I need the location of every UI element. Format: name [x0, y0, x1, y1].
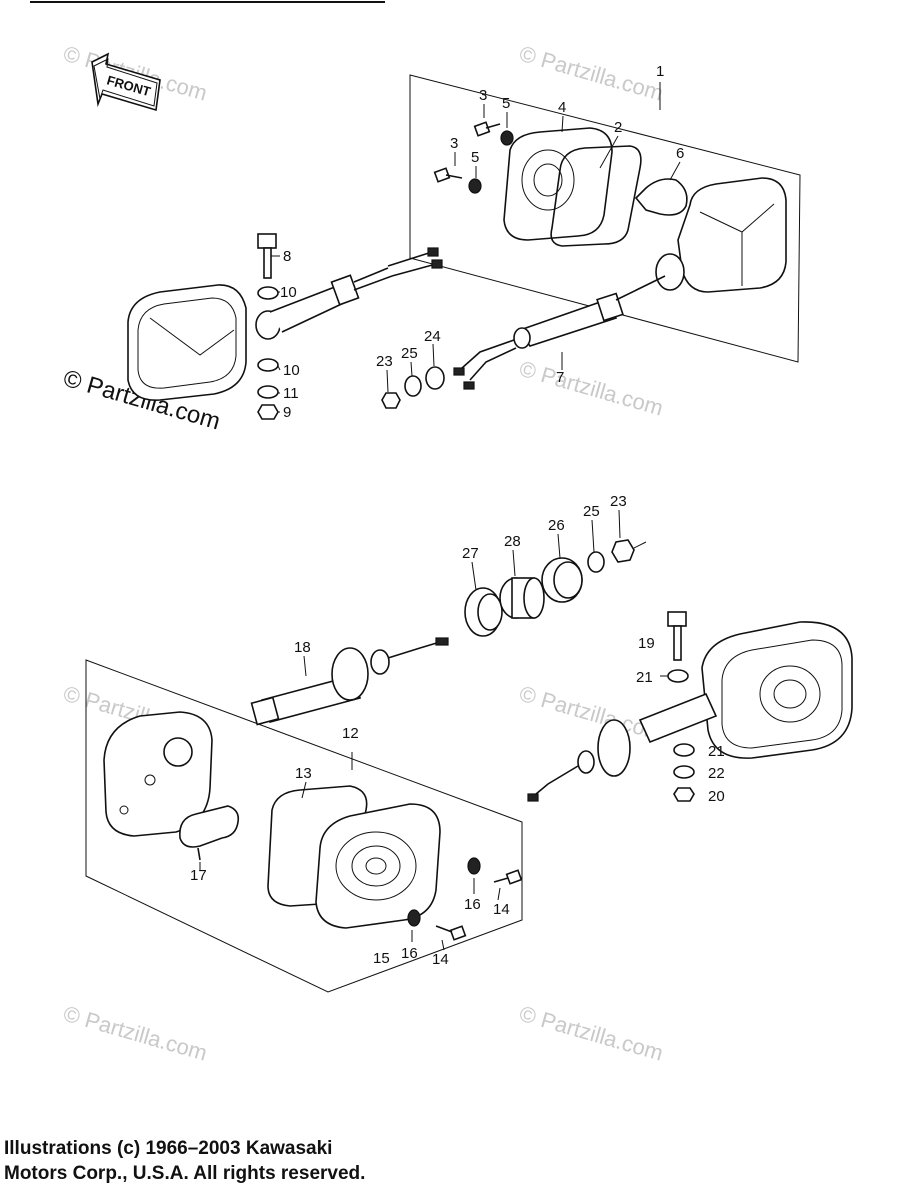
- nut-20: [673, 787, 695, 802]
- callout-12: 12: [342, 725, 359, 742]
- washer-21a: [667, 669, 689, 683]
- copyright-line-1: Illustrations (c) 1966–2003 Kawasaki: [4, 1138, 333, 1159]
- screw-3a: [473, 121, 501, 137]
- callout-25: 25: [583, 503, 600, 520]
- bolt-8: [257, 233, 277, 279]
- copyright-notice: Illustrations (c) 1966–2003 Kawasaki Mot…: [4, 1136, 365, 1186]
- watermark: © Partzilla.com: [517, 1001, 666, 1066]
- bulb-6: [634, 178, 688, 216]
- washer-10a: [257, 286, 279, 300]
- washer-10b: [257, 358, 279, 372]
- callout-28: 28: [504, 533, 521, 550]
- upper-signal-assembly: 1 2 3 3 4 5 5 6 7 8 9 10 10 11 23 24 25: [127, 63, 801, 421]
- callout-9: 9: [283, 404, 291, 421]
- grommet-26: [541, 557, 583, 603]
- exploded-plane-lower: [85, 659, 523, 993]
- callout-8: 8: [283, 248, 291, 265]
- nut-9: [257, 404, 279, 420]
- callout-17: 17: [190, 867, 207, 884]
- washer-5a: [500, 130, 514, 146]
- callouts-lower: 12 13 14 14 15 16 16 17 18 19 20 21 21 2…: [190, 493, 725, 968]
- lower-signal-assembly: 12 13 14 14 15 16 16 17 18 19 20 21 21 2…: [85, 493, 853, 993]
- callout-26: 26: [548, 517, 565, 534]
- bulb-17: [179, 805, 240, 861]
- callout-21: 21: [636, 669, 653, 686]
- grommet-28: [499, 577, 545, 619]
- washer-25: [587, 551, 605, 573]
- lens-15: [315, 803, 441, 929]
- washer-25: [404, 375, 422, 397]
- left-signal-stem: [255, 247, 443, 340]
- callout-1: 1: [656, 63, 664, 80]
- callout-14: 14: [493, 901, 510, 918]
- callout-20: 20: [708, 788, 725, 805]
- copyright-line-2: Motors Corp., U.S.A. All rights reserved…: [4, 1163, 366, 1184]
- callout-2: 2: [614, 119, 622, 136]
- front-arrow-icon: FRONT: [91, 52, 161, 112]
- callout-13: 13: [295, 765, 312, 782]
- gasket-2: [550, 145, 642, 247]
- watermark: © Partzilla.com: [61, 1001, 210, 1066]
- callout-27: 27: [462, 545, 479, 562]
- callout-16: 16: [464, 896, 481, 913]
- right-rear-housing: [701, 621, 853, 759]
- callout-11: 11: [283, 385, 299, 402]
- callout-24: 24: [424, 328, 441, 345]
- callout-6: 6: [676, 145, 684, 162]
- callouts-upper: 1 2 3 3 4 5 5 6 7 8 9 10 10 11 23 24 25: [280, 63, 684, 421]
- callout-23: 23: [610, 493, 627, 510]
- right-rear-stem: [527, 692, 718, 802]
- leader-lines-lower: [199, 509, 668, 951]
- washer-24: [425, 366, 445, 390]
- watermark: © Partzilla.com: [517, 41, 666, 106]
- washer-16b: [407, 909, 421, 927]
- right-signal-housing: [677, 177, 787, 293]
- callout-3: 3: [450, 135, 458, 152]
- callout-3: 3: [479, 87, 487, 104]
- callout-7: 7: [556, 369, 564, 386]
- callout-10: 10: [283, 362, 300, 379]
- washer-16a: [467, 857, 481, 875]
- callout-23: 23: [376, 353, 393, 370]
- callout-22: 22: [708, 765, 725, 782]
- callout-19: 19: [638, 635, 655, 652]
- leader-lines-upper: [271, 82, 681, 413]
- parts-diagram: © Partzilla.com © Partzilla.com © Partzi…: [30, 1, 853, 1066]
- screw-14a: [493, 869, 523, 885]
- exploded-plane-upper: [409, 74, 801, 363]
- rear-housing-base: [103, 711, 213, 837]
- callout-15: 15: [373, 950, 390, 967]
- callout-14: 14: [432, 951, 449, 968]
- washer-11: [257, 385, 279, 399]
- grommet-27: [464, 587, 503, 637]
- callout-5: 5: [502, 95, 510, 112]
- screw-14b: [435, 925, 467, 941]
- callout-10: 10: [280, 284, 297, 301]
- washer-21b: [673, 743, 695, 757]
- left-signal-housing: [127, 284, 247, 401]
- washer-5b: [468, 178, 482, 194]
- stem-18: [250, 637, 449, 726]
- nut-23: [611, 539, 635, 563]
- callout-16: 16: [401, 945, 418, 962]
- callout-21: 21: [708, 743, 725, 760]
- callout-18: 18: [294, 639, 311, 656]
- nut-23: [381, 392, 401, 409]
- callout-25: 25: [401, 345, 418, 362]
- callout-5: 5: [471, 149, 479, 166]
- washer-22: [673, 765, 695, 779]
- watermark: © Partzilla.com: [517, 681, 666, 746]
- watermark: © Partzilla.com: [517, 356, 666, 421]
- callout-4: 4: [558, 99, 566, 116]
- bolt-19: [667, 611, 687, 661]
- screw-3b: [433, 167, 463, 183]
- stem-7: [453, 253, 685, 390]
